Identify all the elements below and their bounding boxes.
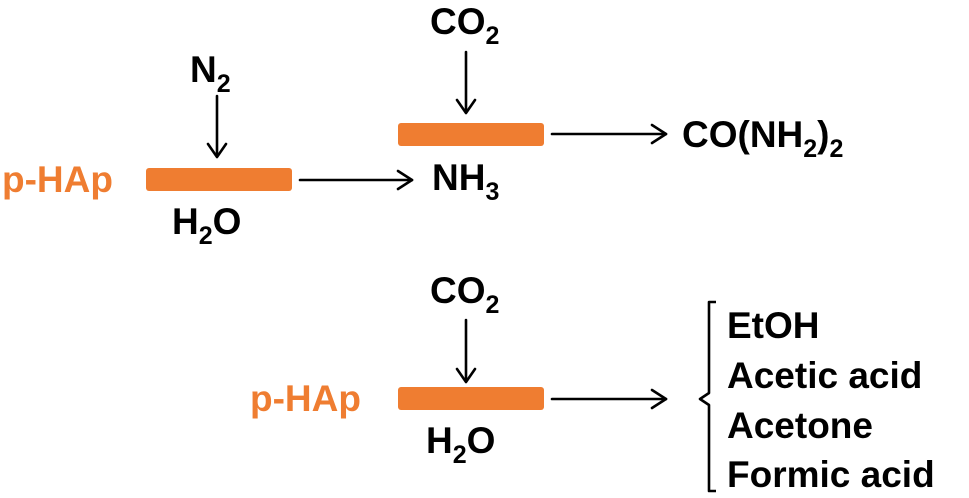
down-arrow-co2-2 [455, 318, 477, 384]
arrow-to-nh3 [298, 169, 414, 191]
product-item-formic-acid: Formic acid [727, 454, 935, 495]
intermediate-nh3-label: NH3 [432, 157, 499, 206]
reaction-2: p-HAp CO2 H2O EtOH Acetic acid Acetone F… [250, 270, 935, 495]
product-item-acetone: Acetone [727, 405, 873, 446]
reactant-n2-label: N2 [190, 49, 231, 98]
catalyst-label-1: p-HAp [2, 159, 113, 200]
product-urea-label: CO(NH2)2 [682, 114, 843, 163]
co-reactant-co2-label: CO2 [430, 1, 499, 50]
product-item-etoh: EtOH [727, 305, 820, 346]
reaction-1: p-HAp N2 H2O NH3 CO2 [2, 1, 843, 250]
reactant-h2o-label-1: H2O [172, 201, 241, 250]
product-bracket [698, 300, 716, 493]
catalyst-bar-1 [146, 168, 292, 191]
catalyst-bar-2 [398, 123, 544, 146]
reactant-co2-label-2: CO2 [430, 270, 499, 319]
reactant-h2o-label-2: H2O [426, 420, 495, 469]
catalyst-bar-3 [398, 387, 544, 410]
down-arrow-co2-1 [455, 50, 477, 115]
arrow-to-products [550, 388, 668, 410]
arrow-to-urea [550, 123, 668, 145]
down-arrow-n2 [206, 94, 228, 159]
catalyst-label-2: p-HAp [250, 378, 361, 419]
product-item-acetic-acid: Acetic acid [727, 355, 922, 396]
